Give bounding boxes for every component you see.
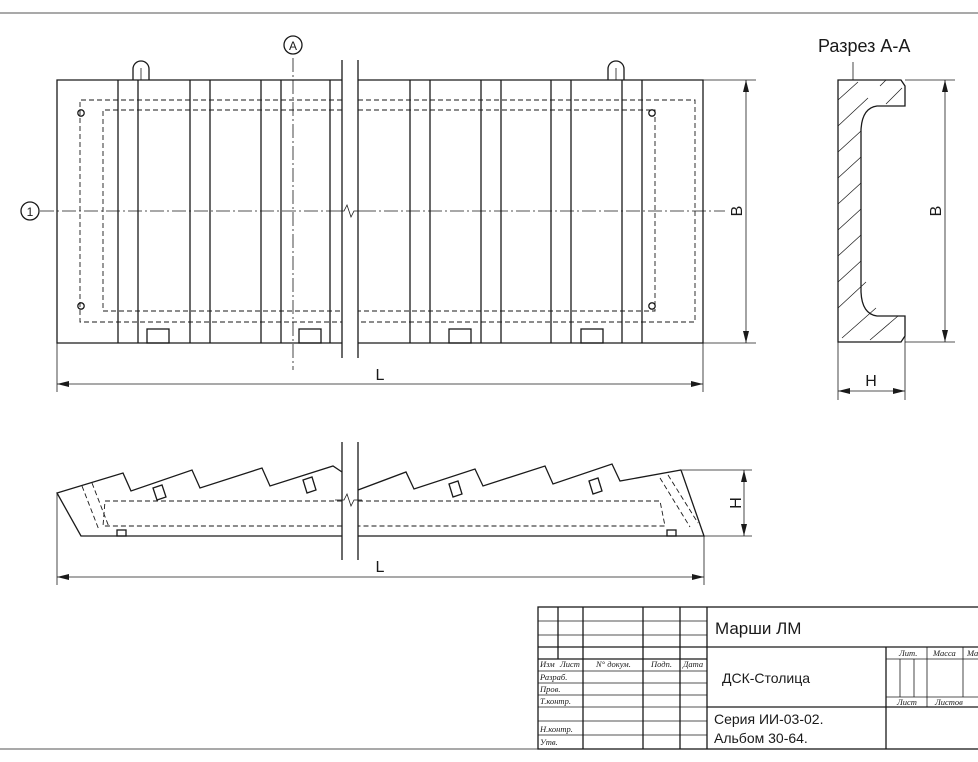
tb-organization: ДСК-Столица bbox=[722, 670, 810, 686]
elevation-inner-contour bbox=[102, 500, 666, 527]
section-title: Разрез А-А bbox=[818, 36, 910, 56]
elevation-outline-left bbox=[56, 465, 343, 537]
tb-sheets-label: Листов bbox=[934, 697, 963, 707]
section-outline bbox=[837, 79, 906, 343]
tb-header-podp: Подп. bbox=[650, 659, 672, 669]
plan-outline-left bbox=[56, 79, 342, 344]
tb-role-prov: Пров. bbox=[539, 684, 560, 694]
tb-header-date: Дата bbox=[682, 659, 703, 669]
dim-l-elevation-label: L bbox=[376, 559, 385, 576]
title-block: Изм Лист N° докум. Подп. Дата Разраб. Пр… bbox=[537, 606, 978, 750]
elevation-outline-right bbox=[357, 463, 705, 537]
lifting-loop-right bbox=[607, 60, 625, 80]
tb-role-nkontr: Н.контр. bbox=[539, 724, 573, 734]
section-a-a: Разрез А-А В bbox=[818, 36, 955, 400]
tb-album: Альбом 30-64. bbox=[714, 730, 808, 746]
axis-1-label: 1 bbox=[27, 205, 34, 219]
tb-role-tkontr: Т.контр. bbox=[540, 696, 571, 706]
plan-outline-right bbox=[358, 79, 704, 344]
dim-b-plan-label: В bbox=[729, 206, 746, 217]
axis-a-bubble bbox=[283, 35, 303, 55]
tb-header-izm: Изм bbox=[539, 659, 555, 669]
tb-mashtab-label: Ма bbox=[966, 648, 978, 658]
tb-massa-label: Масса bbox=[932, 648, 956, 658]
dim-h-elevation-label: Н bbox=[728, 497, 745, 509]
section-hatching bbox=[837, 79, 903, 341]
axis-a-label: А bbox=[289, 39, 297, 53]
dim-b-section-label: В bbox=[928, 206, 945, 217]
inner-contour-inner bbox=[102, 109, 656, 312]
axis-1-bubble bbox=[20, 201, 40, 221]
plan-view: А 1 В L bbox=[20, 35, 756, 392]
tb-header-list: Лист bbox=[559, 659, 580, 669]
tb-header-doc: N° докум. bbox=[595, 659, 631, 669]
elevation-view: Н L bbox=[56, 442, 752, 585]
dim-h-section-label: Н bbox=[865, 373, 877, 390]
break-symbol-elevation bbox=[335, 492, 362, 508]
lifting-loop-left bbox=[132, 60, 150, 80]
tb-series: Серия ИИ-03-02. bbox=[714, 711, 823, 727]
tb-drawing-name: Марши ЛМ bbox=[715, 619, 801, 638]
break-symbol-plan bbox=[335, 203, 362, 219]
tb-role-razrab: Разраб. bbox=[539, 672, 567, 682]
tb-sheet-label: Лист bbox=[896, 697, 917, 707]
tb-role-utv: Утв. bbox=[540, 737, 558, 747]
tb-lit-label: Лит. bbox=[898, 648, 917, 658]
dim-l-plan-label: L bbox=[376, 367, 385, 384]
